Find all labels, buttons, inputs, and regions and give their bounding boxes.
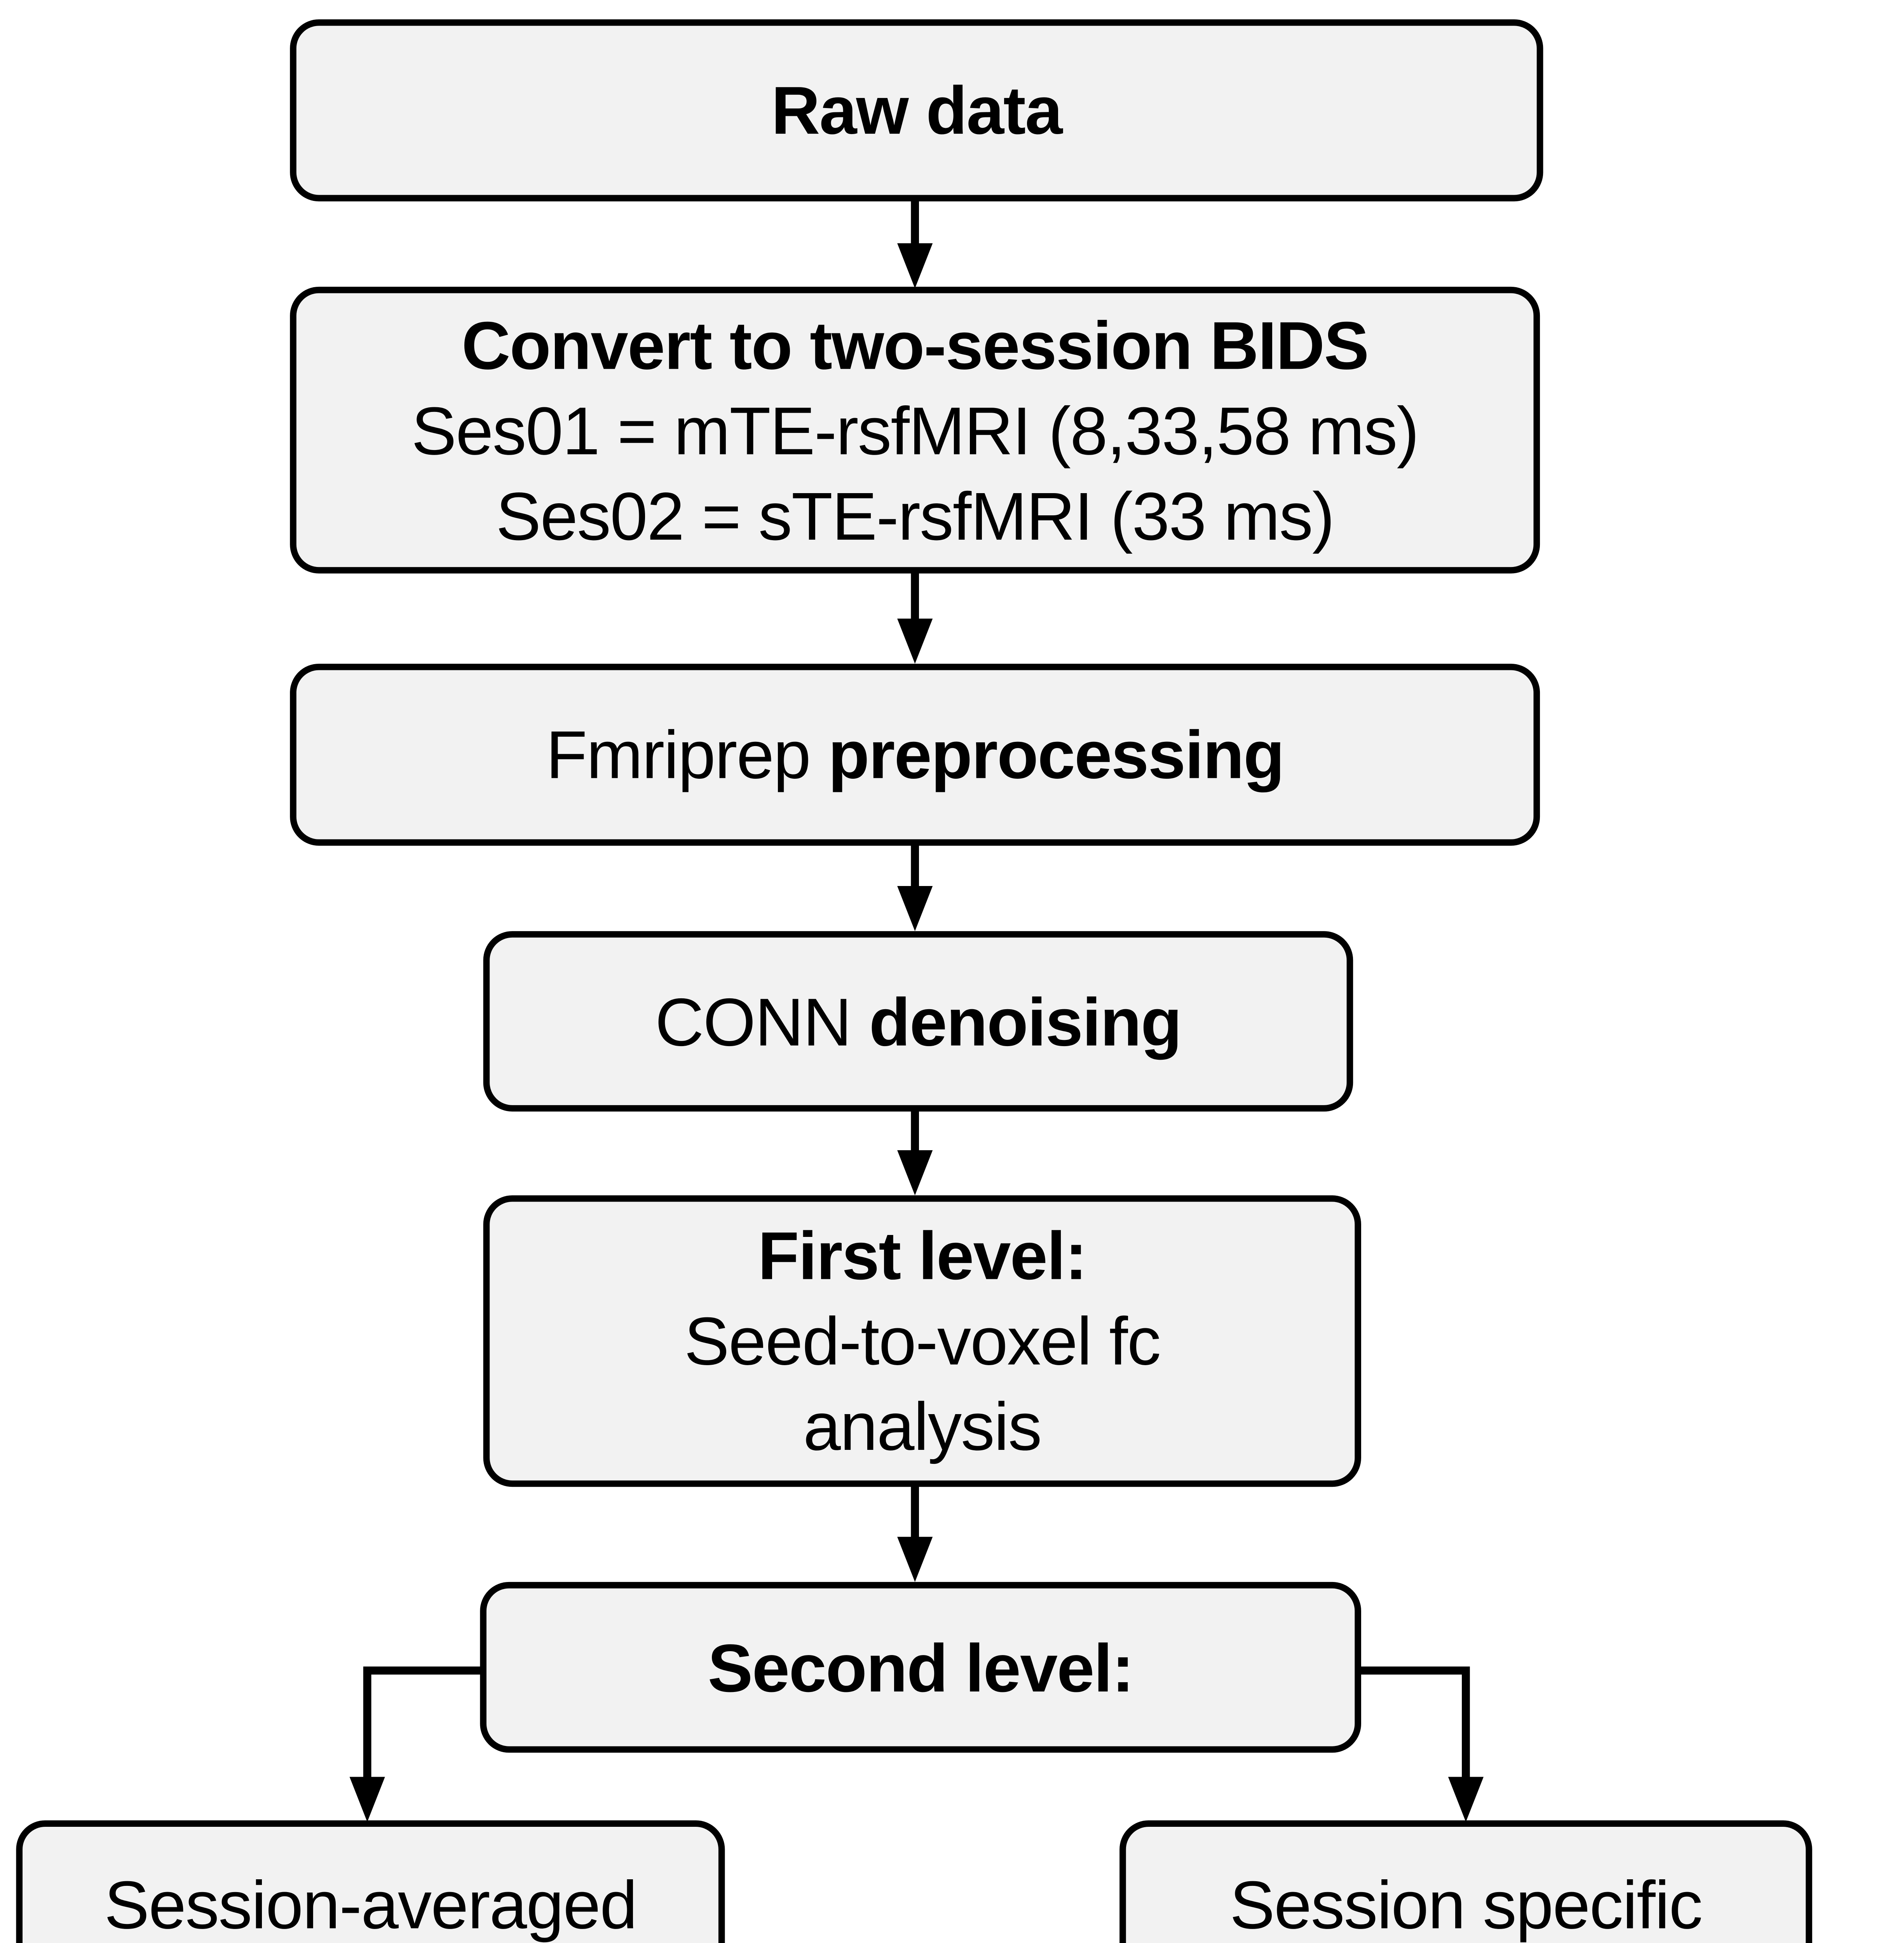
arrow-fmriprep-to-conn-head bbox=[897, 886, 933, 931]
node-second-level: Second level: bbox=[480, 1582, 1361, 1753]
first-level-line2: Seed-to-voxel fc bbox=[684, 1303, 1161, 1379]
arrow-convert-to-fmriprep-head bbox=[897, 618, 933, 664]
first-level-line3: analysis bbox=[803, 1388, 1042, 1465]
arrow-raw-to-convert-head bbox=[897, 243, 933, 289]
fmriprep-label-normal: Fmriprep bbox=[546, 717, 828, 793]
fmriprep-label: Fmriprep preprocessing bbox=[546, 712, 1285, 797]
second-level-title: Second level: bbox=[708, 1629, 1134, 1706]
node-session-specific: Session specific bbox=[1119, 1820, 1812, 1943]
arrow-second-to-session-averaged-shaft bbox=[363, 1666, 483, 1779]
arrow-conn-to-first-head bbox=[897, 1150, 933, 1195]
session-specific-label: Session specific bbox=[1229, 1867, 1703, 1943]
arrow-second-to-session-averaged-head bbox=[349, 1777, 385, 1822]
raw-data-label: Raw data bbox=[771, 72, 1063, 148]
fmriprep-label-bold: preprocessing bbox=[828, 717, 1285, 793]
convert-bids-ses01: Ses01 = mTE-rsfMRI (8,33,58 ms) bbox=[411, 392, 1419, 468]
first-level-title: First level: bbox=[758, 1217, 1087, 1294]
conn-label-bold: denoising bbox=[869, 983, 1182, 1059]
arrow-second-to-session-specific-head bbox=[1448, 1777, 1484, 1822]
node-raw-data: Raw data bbox=[290, 19, 1543, 202]
node-conn-denoising: CONN denoising bbox=[483, 931, 1353, 1112]
node-fmriprep-preprocessing: Fmriprep preprocessing bbox=[290, 663, 1540, 846]
session-averaged-label: Session-averaged bbox=[104, 1866, 637, 1942]
arrow-second-to-session-specific-shaft bbox=[1358, 1666, 1470, 1779]
convert-bids-title: Convert to two-session BIDS bbox=[461, 307, 1369, 383]
arrow-first-to-second-head bbox=[897, 1537, 933, 1582]
conn-label: CONN denoising bbox=[655, 978, 1182, 1064]
node-convert-bids: Convert to two-session BIDS Ses01 = mTE-… bbox=[290, 286, 1540, 574]
node-first-level: First level: Seed-to-voxel fc analysis bbox=[483, 1195, 1361, 1487]
conn-label-normal: CONN bbox=[655, 983, 869, 1059]
node-session-averaged: Session-averaged bbox=[16, 1820, 725, 1943]
convert-bids-ses02: Ses02 = sTE-rsfMRI (33 ms) bbox=[496, 478, 1335, 553]
